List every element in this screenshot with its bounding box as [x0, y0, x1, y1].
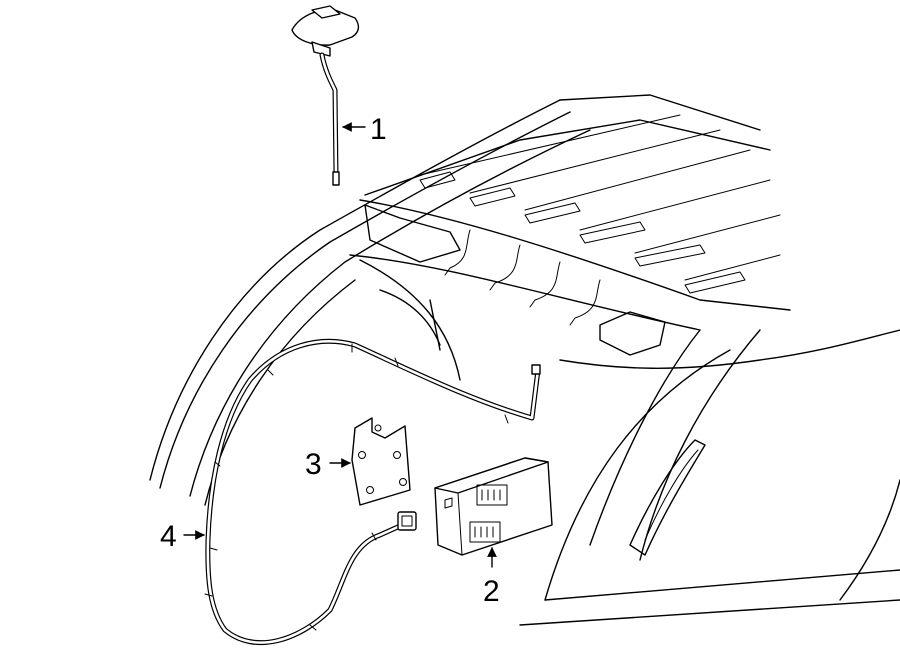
callout-3: 3: [305, 448, 322, 481]
part-antenna: [291, 5, 360, 186]
part-cable: [204, 338, 541, 646]
headliner-hooks: [444, 229, 601, 326]
callout-2: 2: [483, 575, 500, 608]
part-bracket: [351, 417, 411, 506]
callout-4: 4: [160, 520, 177, 553]
callout-labels: 1 2 3 4: [160, 113, 500, 608]
callout-1: 1: [370, 113, 387, 146]
callout-leaders: [183, 122, 497, 568]
part-module: [434, 457, 553, 556]
vehicle-body: [149, 94, 900, 626]
roof-slats: [419, 114, 781, 294]
